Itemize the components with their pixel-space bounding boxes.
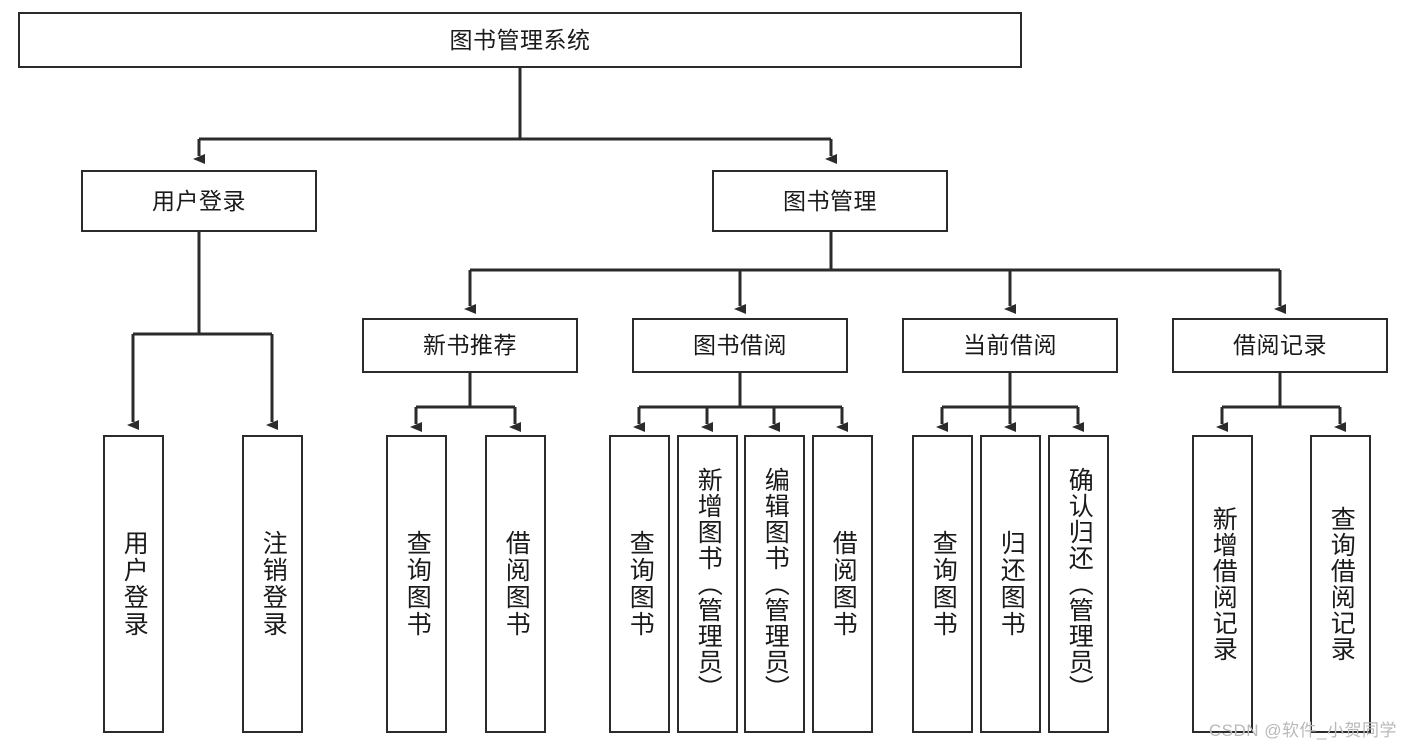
node-book-management[interactable]: 图书管理 [712, 170, 948, 232]
node-label: 用户登录 [120, 530, 149, 638]
leaf-edit-book-admin[interactable]: 编辑图书（管理员） [744, 435, 805, 733]
node-label: 归还图书 [997, 530, 1026, 638]
node-root-system[interactable]: 图书管理系统 [18, 12, 1022, 68]
node-label: 新增借阅记录 [1209, 506, 1238, 662]
leaf-query-borrow-record[interactable]: 查询借阅记录 [1310, 435, 1371, 733]
node-label: 新增图书（管理员） [694, 467, 723, 701]
node-label: 查询借阅记录 [1327, 506, 1356, 662]
node-label: 查询图书 [626, 530, 655, 638]
node-label: 借阅图书 [829, 530, 858, 638]
node-current-borrow[interactable]: 当前借阅 [902, 318, 1118, 373]
leaf-user-login[interactable]: 用户登录 [103, 435, 164, 733]
leaf-add-borrow-record[interactable]: 新增借阅记录 [1192, 435, 1253, 733]
csdn-watermark: CSDN @软件_小贺同学 [1208, 721, 1397, 740]
leaf-query-book-recommend[interactable]: 查询图书 [386, 435, 447, 733]
leaf-query-book-current[interactable]: 查询图书 [912, 435, 973, 733]
leaf-query-book-borrow[interactable]: 查询图书 [609, 435, 670, 733]
leaf-user-logout[interactable]: 注销登录 [242, 435, 303, 733]
node-label: 编辑图书（管理员） [761, 467, 790, 701]
node-label: 确认归还（管理员） [1065, 467, 1094, 701]
leaf-add-book-admin[interactable]: 新增图书（管理员） [677, 435, 738, 733]
node-label: 查询图书 [403, 530, 432, 638]
node-label: 借阅图书 [502, 530, 531, 638]
node-label: 新书推荐 [423, 332, 517, 358]
node-label: 借阅记录 [1233, 332, 1327, 358]
node-borrow-record[interactable]: 借阅记录 [1172, 318, 1388, 373]
node-book-borrow[interactable]: 图书借阅 [632, 318, 848, 373]
node-label: 当前借阅 [963, 332, 1057, 358]
node-label: 注销登录 [259, 530, 288, 638]
node-label: 用户登录 [152, 187, 246, 214]
leaf-return-book[interactable]: 归还图书 [980, 435, 1041, 733]
node-label: 图书管理 [783, 187, 877, 214]
leaf-confirm-return-admin[interactable]: 确认归还（管理员） [1048, 435, 1109, 733]
node-new-book-recommend[interactable]: 新书推荐 [362, 318, 578, 373]
node-user-login[interactable]: 用户登录 [81, 170, 317, 232]
node-label: 图书借阅 [693, 332, 787, 358]
leaf-borrow-book[interactable]: 借阅图书 [812, 435, 873, 733]
leaf-borrow-book-recommend[interactable]: 借阅图书 [485, 435, 546, 733]
node-label: 图书管理系统 [449, 26, 591, 53]
node-label: 查询图书 [929, 530, 958, 638]
